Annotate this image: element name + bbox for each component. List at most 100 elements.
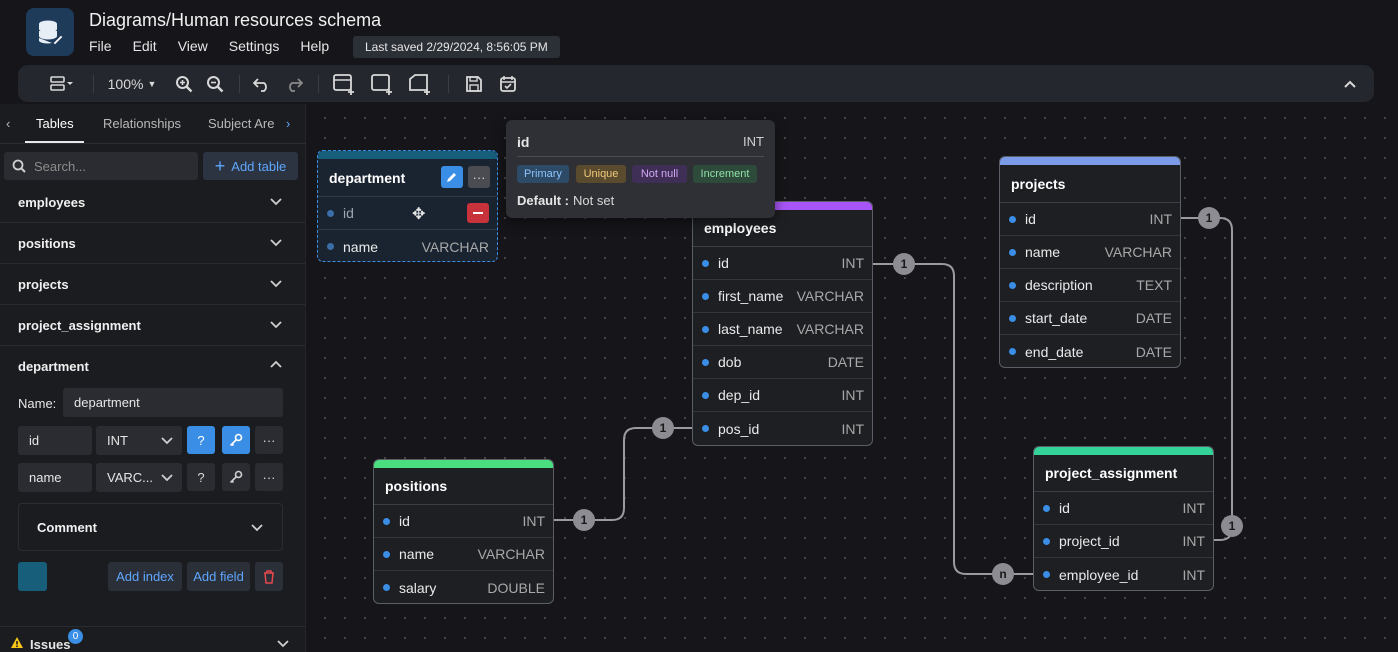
add-table-icon: [333, 73, 354, 95]
tag-unique: Unique: [576, 165, 626, 183]
add-note-button[interactable]: [406, 65, 434, 102]
zoom-select[interactable]: 100% ▼: [104, 65, 160, 102]
menu-help[interactable]: Help: [300, 38, 330, 54]
zoom-out-button[interactable]: [203, 65, 227, 102]
add-table-tool-button[interactable]: [330, 65, 358, 102]
cardinality-badge: 1: [573, 509, 595, 531]
field-dot: [1043, 537, 1050, 545]
default-label: Default :: [517, 193, 569, 208]
save-button[interactable]: [462, 65, 486, 102]
table-header: department: [318, 159, 497, 197]
table-more-button[interactable]: ···: [468, 166, 490, 188]
primary-key-toggle[interactable]: [222, 463, 250, 491]
table-department[interactable]: department ··· id ✥ name VARCHAR: [317, 150, 498, 262]
field-name: last_name: [718, 321, 783, 337]
table-accordion-employees[interactable]: employees: [0, 182, 306, 223]
default-value: Not set: [573, 193, 615, 208]
table-row[interactable]: name VARCHAR: [318, 230, 497, 261]
field-type: VARCHAR: [421, 238, 489, 255]
add-field-button[interactable]: Add field: [187, 562, 250, 591]
menu-edit[interactable]: Edit: [132, 38, 157, 54]
menu-view[interactable]: View: [177, 38, 208, 54]
field-name: dob: [718, 354, 742, 370]
sidebar-tabs: ‹ Tables Relationships Subject Are ›: [0, 104, 306, 144]
tab-subject-areas[interactable]: Subject Are: [208, 116, 275, 131]
search-input[interactable]: [34, 158, 184, 174]
collapse-toolbar-button[interactable]: [1338, 65, 1362, 102]
calendar-check-icon: [500, 75, 516, 92]
field-name: id: [718, 255, 729, 271]
table-color-picker[interactable]: [18, 562, 47, 591]
field-type-select[interactable]: INT: [96, 426, 182, 455]
field-name-input[interactable]: name: [18, 463, 92, 492]
field-dot: [1009, 314, 1016, 322]
table-name-input[interactable]: department: [63, 388, 283, 417]
delete-table-button[interactable]: [255, 562, 283, 591]
add-index-button[interactable]: Add index: [108, 562, 182, 591]
active-tab-indicator: [25, 141, 84, 143]
field-name: dep_id: [718, 387, 761, 403]
delete-field-button[interactable]: [467, 203, 489, 223]
nullable-toggle[interactable]: ?: [187, 426, 215, 454]
search-field[interactable]: [4, 152, 198, 180]
table-accordion-positions[interactable]: positions: [0, 223, 306, 264]
layout-menu-button[interactable]: [44, 65, 80, 102]
primary-key-toggle[interactable]: [222, 426, 250, 454]
undo-button[interactable]: [250, 65, 274, 102]
tooltip-field-type: INT: [743, 134, 764, 149]
field-type: TEXT: [1136, 277, 1172, 293]
field-more-button[interactable]: ···: [255, 463, 283, 491]
accordion-label: project_assignment: [18, 318, 141, 333]
table-row[interactable]: dep_id INT: [693, 379, 872, 412]
add-area-icon: [371, 73, 392, 95]
tab-relationships[interactable]: Relationships: [103, 116, 182, 131]
tabs-scroll-right[interactable]: ›: [286, 116, 291, 131]
table-accordion-project-assignment[interactable]: project_assignment: [0, 305, 306, 346]
field-dot: [1009, 248, 1016, 256]
tab-tables[interactable]: Tables: [36, 116, 74, 131]
field-type-select[interactable]: VARC...: [96, 463, 182, 492]
field-name-input[interactable]: id: [18, 426, 92, 455]
comment-accordion[interactable]: Comment: [18, 503, 283, 551]
table-row[interactable]: id ✥: [318, 197, 497, 230]
add-area-button[interactable]: [368, 65, 396, 102]
table-color-bar: [693, 202, 872, 210]
diagram-title[interactable]: Diagrams/Human resources schema: [89, 10, 382, 30]
tag-primary: Primary: [517, 165, 569, 183]
table-accordion-projects[interactable]: projects: [0, 264, 306, 305]
field-more-button[interactable]: ···: [255, 426, 283, 454]
table-accordion-department[interactable]: department: [0, 346, 306, 387]
edit-table-button[interactable]: [441, 166, 463, 188]
versions-button[interactable]: [496, 65, 520, 102]
menu-settings[interactable]: Settings: [228, 38, 280, 54]
redo-button[interactable]: [282, 65, 306, 102]
nullable-toggle[interactable]: ?: [187, 463, 215, 491]
tabs-scroll-left[interactable]: ‹: [6, 116, 11, 131]
field-type: INT: [841, 387, 864, 403]
zoom-in-button[interactable]: [172, 65, 196, 102]
add-table-button[interactable]: + Add table: [203, 152, 298, 180]
issues-panel[interactable]: Issues 0: [0, 626, 306, 652]
menu-file[interactable]: File: [89, 38, 112, 54]
last-saved-badge: Last saved 2/29/2024, 8:56:05 PM: [353, 36, 560, 58]
